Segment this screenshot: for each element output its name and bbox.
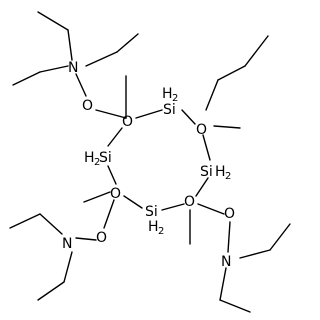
atom-si-right-h: H — [215, 164, 226, 180]
atom-o-bottom-left: O — [96, 230, 107, 246]
atom-o-ring-top-right: O — [196, 122, 207, 138]
atom-si-bottom-h: H — [148, 219, 159, 235]
bond-methyl-bottom-left — [83, 191, 111, 203]
bond-ring-o1-si-top — [135, 109, 163, 119]
bond-bottom-right-ethyl2-a — [219, 267, 227, 301]
atom-si-left-h: H — [84, 150, 95, 166]
atom-si-right: Si — [200, 164, 213, 180]
bond-methyl-top-right — [213, 125, 241, 129]
atom-o-bottom-right: O — [224, 206, 235, 222]
atom-si-left-h-count: 2 — [94, 157, 100, 168]
bond-top-ethyl2-b — [39, 65, 69, 73]
bond-bottom-right-o-n — [227, 221, 231, 253]
bond-ring-o4-si-left — [107, 165, 117, 185]
bond-ring-si-bottom-o4 — [123, 195, 143, 209]
bond-bottom-right-ethyl1-a — [239, 249, 271, 259]
bond-propyl-2 — [217, 65, 246, 81]
bond-propyl-3 — [244, 35, 269, 67]
molecule-svg: N O O Si H 2 O H 2 Si Si H 2 O Si H 2 O … — [9, 11, 291, 313]
bond-propyl-1 — [205, 79, 219, 111]
atom-si-top-h-count: 2 — [172, 93, 178, 104]
atom-n-bottom-right: N — [221, 254, 231, 270]
bond-top-ethyl1-a — [37, 11, 69, 31]
atom-si-bottom: Si — [145, 204, 158, 220]
atom-si-left: Si — [99, 150, 112, 166]
atom-si-top-h: H — [162, 86, 173, 102]
bond-top-n-o — [75, 73, 87, 97]
bond-bottom-right-c-o — [197, 203, 225, 215]
atom-si-top: Si — [163, 102, 176, 118]
bonds — [9, 11, 291, 313]
bond-ring-o3-si-bottom — [161, 203, 185, 211]
atom-si-right-h-count: 2 — [225, 171, 231, 182]
bond-bottom-left-ethyl1-a — [39, 213, 63, 235]
atom-o-top: O — [82, 98, 93, 114]
atom-n-bottom-left: N — [62, 236, 72, 252]
bond-bottom-right-ethyl2-b — [219, 299, 251, 313]
atom-si-bottom-h-count: 2 — [158, 226, 164, 237]
bond-top-ethyl2-a — [12, 71, 41, 86]
bond-top-ethyl1-b — [67, 29, 73, 61]
bond-top-n-ethyl3-b — [116, 33, 139, 53]
bond-bottom-right-ethyl1-b — [269, 223, 291, 251]
bond-bottom-left-c-o — [103, 199, 115, 229]
atom-o-ring-top-left: O — [122, 114, 133, 130]
bond-bottom-left-ethyl2-a — [63, 251, 73, 283]
bond-bottom-left-ethyl1-b — [9, 213, 41, 229]
bond-top-o-c — [95, 109, 127, 119]
bond-ring-si-left-o1 — [107, 127, 123, 147]
bond-ring-si-right-o3 — [195, 177, 209, 197]
bond-bottom-left-o-n — [75, 237, 97, 241]
atom-labels: N O O Si H 2 O H 2 Si Si H 2 O Si H 2 O … — [62, 60, 235, 270]
bond-bottom-left-ethyl2-b — [37, 281, 65, 301]
structure-diagram: N O O Si H 2 O H 2 Si Si H 2 O Si H 2 O … — [9, 11, 291, 313]
atom-n-top: N — [68, 60, 78, 76]
bond-ring-o2-si-right — [202, 134, 211, 161]
bond-ring-si-top-o2 — [181, 109, 196, 125]
atom-o-ring-bottom-right: O — [184, 194, 195, 210]
atom-o-ring-bottom-left: O — [110, 186, 121, 202]
bond-top-n-ethyl3-a — [85, 51, 118, 67]
